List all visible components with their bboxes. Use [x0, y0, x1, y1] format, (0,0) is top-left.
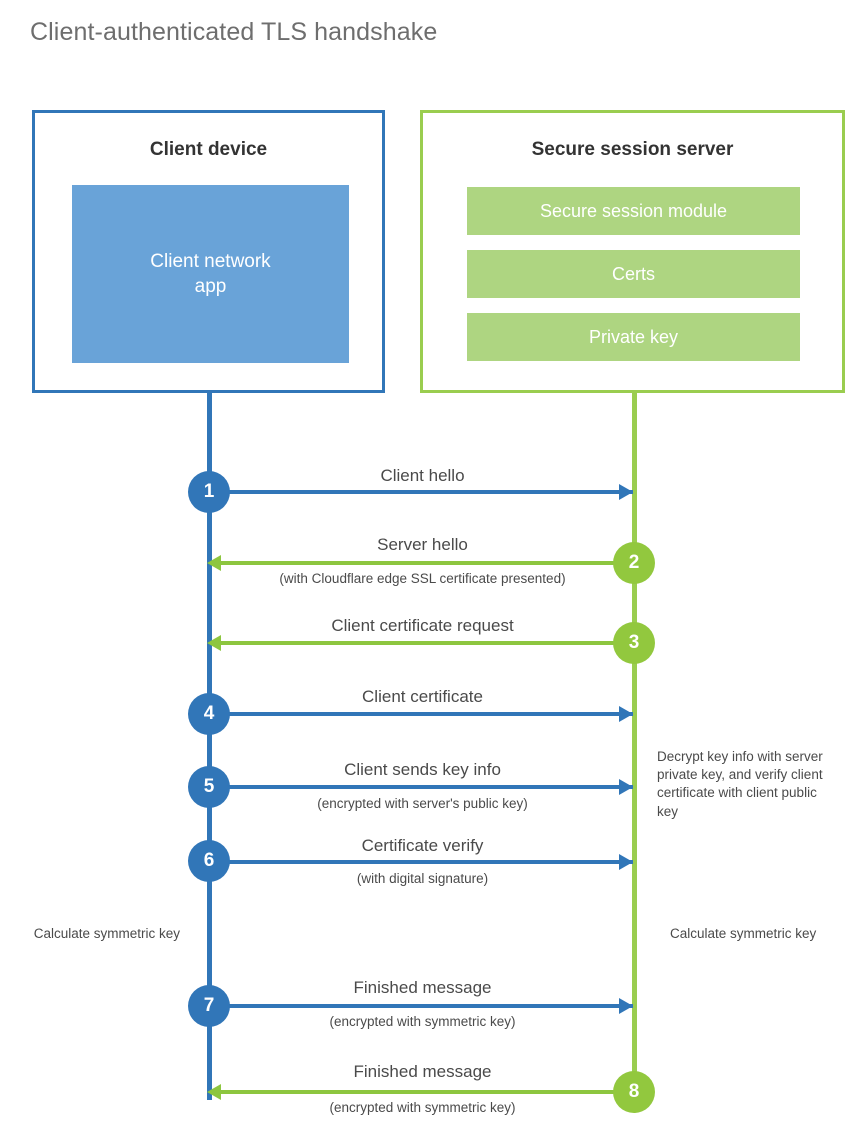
client-lifeline — [207, 393, 212, 1100]
step-7-label: Finished message — [353, 978, 492, 997]
step-5-badge[interactable]: 5 — [188, 766, 230, 808]
client-app-label-line1: Client network — [150, 250, 271, 272]
step-8-sublabel: (encrypted with symmetric key) — [329, 1100, 516, 1115]
step-5-sublabel: (encrypted with server's public key) — [317, 796, 528, 811]
step-5-label: Client sends key info — [344, 760, 501, 779]
step-4-label: Client certificate — [362, 687, 483, 706]
step-4-arrow-line — [209, 712, 633, 716]
step-7-arrow-head-icon — [619, 998, 633, 1014]
step-3-arrow-head-icon — [207, 635, 221, 651]
step-1-label: Client hello — [380, 466, 465, 485]
step-6-arrow-line — [209, 860, 633, 864]
step-3-arrow-line — [214, 641, 633, 645]
server-calculate-symmetric-key-note: Calculate symmetric key — [670, 926, 817, 941]
step-3-label: Client certificate request — [331, 616, 514, 635]
step-5-arrow-line — [209, 785, 633, 789]
step-8-arrow-line — [214, 1090, 633, 1094]
step-1-badge[interactable]: 1 — [188, 471, 230, 513]
step-8-label: Finished message — [353, 1062, 492, 1081]
server-component-certs: Certs — [467, 250, 800, 298]
client-network-app-label: Client network app — [150, 249, 270, 299]
secure-session-server-title: Secure session server — [531, 139, 734, 160]
step-1-arrow-line — [209, 490, 633, 494]
client-device-box: Client device Client network app — [32, 110, 385, 393]
client-calculate-symmetric-key-note: Calculate symmetric key — [33, 926, 180, 941]
secure-session-server-box: Secure session server Secure session mod… — [420, 110, 845, 393]
page-title: Client-authenticated TLS handshake — [30, 18, 438, 46]
step-7-badge[interactable]: 7 — [188, 985, 230, 1027]
client-device-title: Client device — [149, 139, 268, 160]
step-6-label: Certificate verify — [361, 836, 484, 855]
step-8-badge[interactable]: 8 — [613, 1071, 655, 1113]
step-1-arrow-head-icon — [619, 484, 633, 500]
server-component-secure-session-module: Secure session module — [467, 187, 800, 235]
step-3-badge[interactable]: 3 — [613, 622, 655, 664]
server-component-private-key: Private key — [467, 313, 800, 361]
step-6-sublabel: (with digital signature) — [356, 871, 489, 886]
step-7-sublabel: (encrypted with symmetric key) — [329, 1014, 516, 1029]
step-5-arrow-head-icon — [619, 779, 633, 795]
step-7-arrow-line — [209, 1004, 633, 1008]
step-6-badge[interactable]: 6 — [188, 840, 230, 882]
step-6-arrow-head-icon — [619, 854, 633, 870]
step-2-sublabel: (with Cloudflare edge SSL certificate pr… — [279, 571, 566, 586]
step-2-label: Server hello — [377, 535, 468, 554]
step-4-arrow-head-icon — [619, 706, 633, 722]
step-4-badge[interactable]: 4 — [188, 693, 230, 735]
step-2-arrow-head-icon — [207, 555, 221, 571]
client-network-app-box: Client network app — [72, 185, 349, 363]
step-2-arrow-line — [214, 561, 633, 565]
client-app-label-line2: app — [194, 276, 227, 297]
step-2-badge[interactable]: 2 — [613, 542, 655, 584]
server-lifeline — [632, 393, 637, 1093]
server-decrypt-note: Decrypt key info with server private key… — [657, 749, 823, 819]
step-8-arrow-head-icon — [207, 1084, 221, 1100]
